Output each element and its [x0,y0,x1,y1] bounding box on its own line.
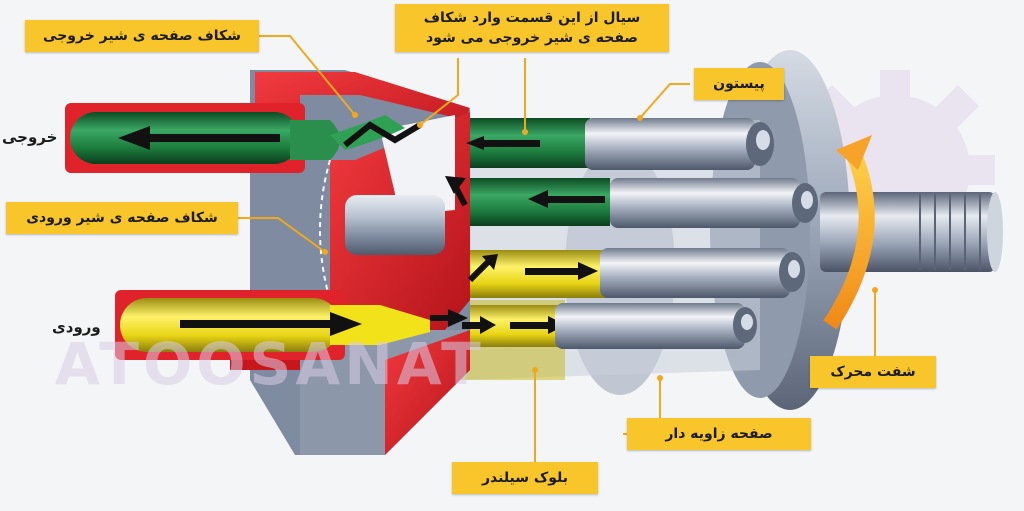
label-fluid-note-line2: صفحه ی شیر خروجی می شود [426,30,638,46]
outlet-pipe [65,103,422,173]
label-cylinder-block: بلوک سیلندر [452,462,598,494]
cylinder-bores [445,118,610,347]
watermark-text: ATOOSANAT [55,330,485,398]
label-fluid-note-line1: سیال از این قسمت وارد شکاف [423,10,641,26]
label-fluid-note: سیال از این قسمت وارد شکاف صفحه ی شیر خر… [395,4,669,52]
leader-dots [322,112,878,381]
label-inlet-slot: شکاف صفحه ی شیر ورودی [6,202,238,234]
label-inlet: ورودی [52,318,101,336]
label-outlet: خروجی [2,128,58,146]
rotation-arrow-icon [823,135,875,330]
pistons [555,118,818,349]
drive-shaft [820,192,1003,272]
label-drive-shaft: شفت محرک [810,356,936,388]
inlet-pipe [115,290,468,360]
label-piston: پیستون [694,68,784,100]
label-outlet-slot: شکاف صفحه ی شیر خروجی [25,20,259,52]
label-swash-plate: صفحه زاویه دار [627,418,811,450]
